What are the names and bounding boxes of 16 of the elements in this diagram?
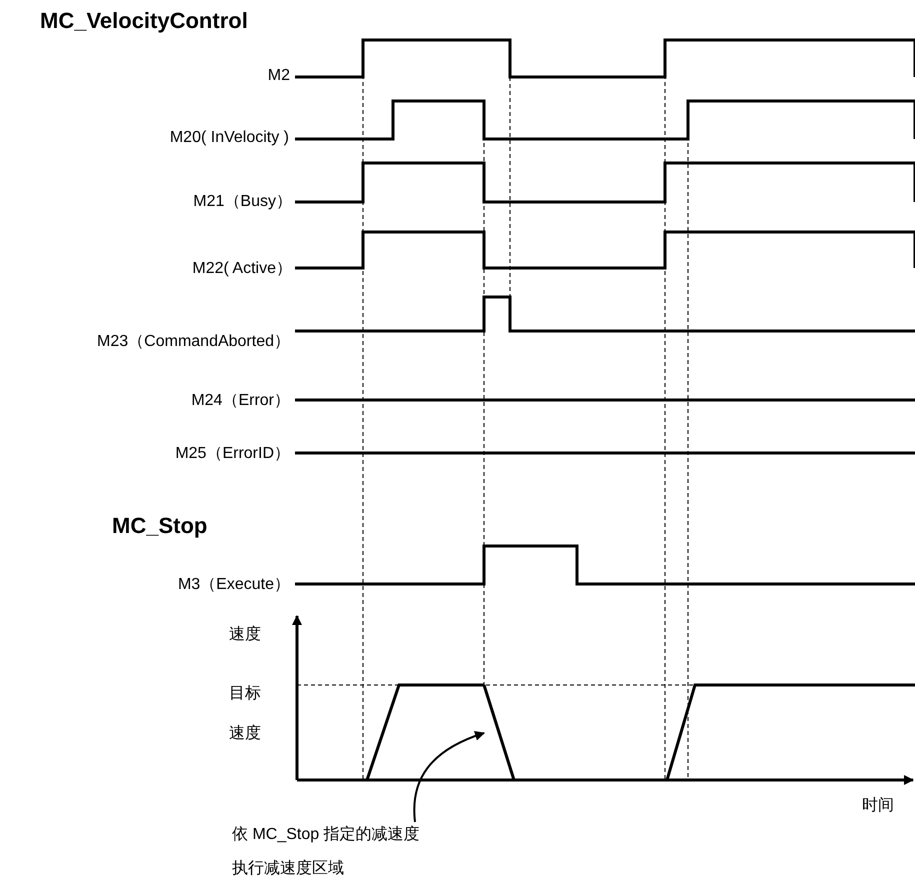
deceleration-ramp [482,684,516,780]
signal-name: M23（CommandAborted） [97,332,290,352]
signal-name: M24（Error） [191,391,290,411]
signal-name: M21（Busy） [193,192,292,212]
section-heading: MC_Stop [112,513,208,539]
axis-label: 速度 [229,624,261,645]
section-heading: MC_VelocityControl [40,8,248,34]
signal-name: M2 [268,67,290,85]
axis-label: 目标速度 [229,684,262,744]
signal-name: M3（Execute） [178,575,290,595]
signal-name: M22( Active） [192,259,292,279]
signal-name: M20( InVelocity ) [170,129,289,147]
callout-text: 依 MC_Stop 指定的减速度执行减速度区域 [232,818,422,884]
signal-name: M25（ErrorID） [175,444,290,464]
axis-label: 时间 [862,796,894,816]
leader-line [413,731,485,822]
